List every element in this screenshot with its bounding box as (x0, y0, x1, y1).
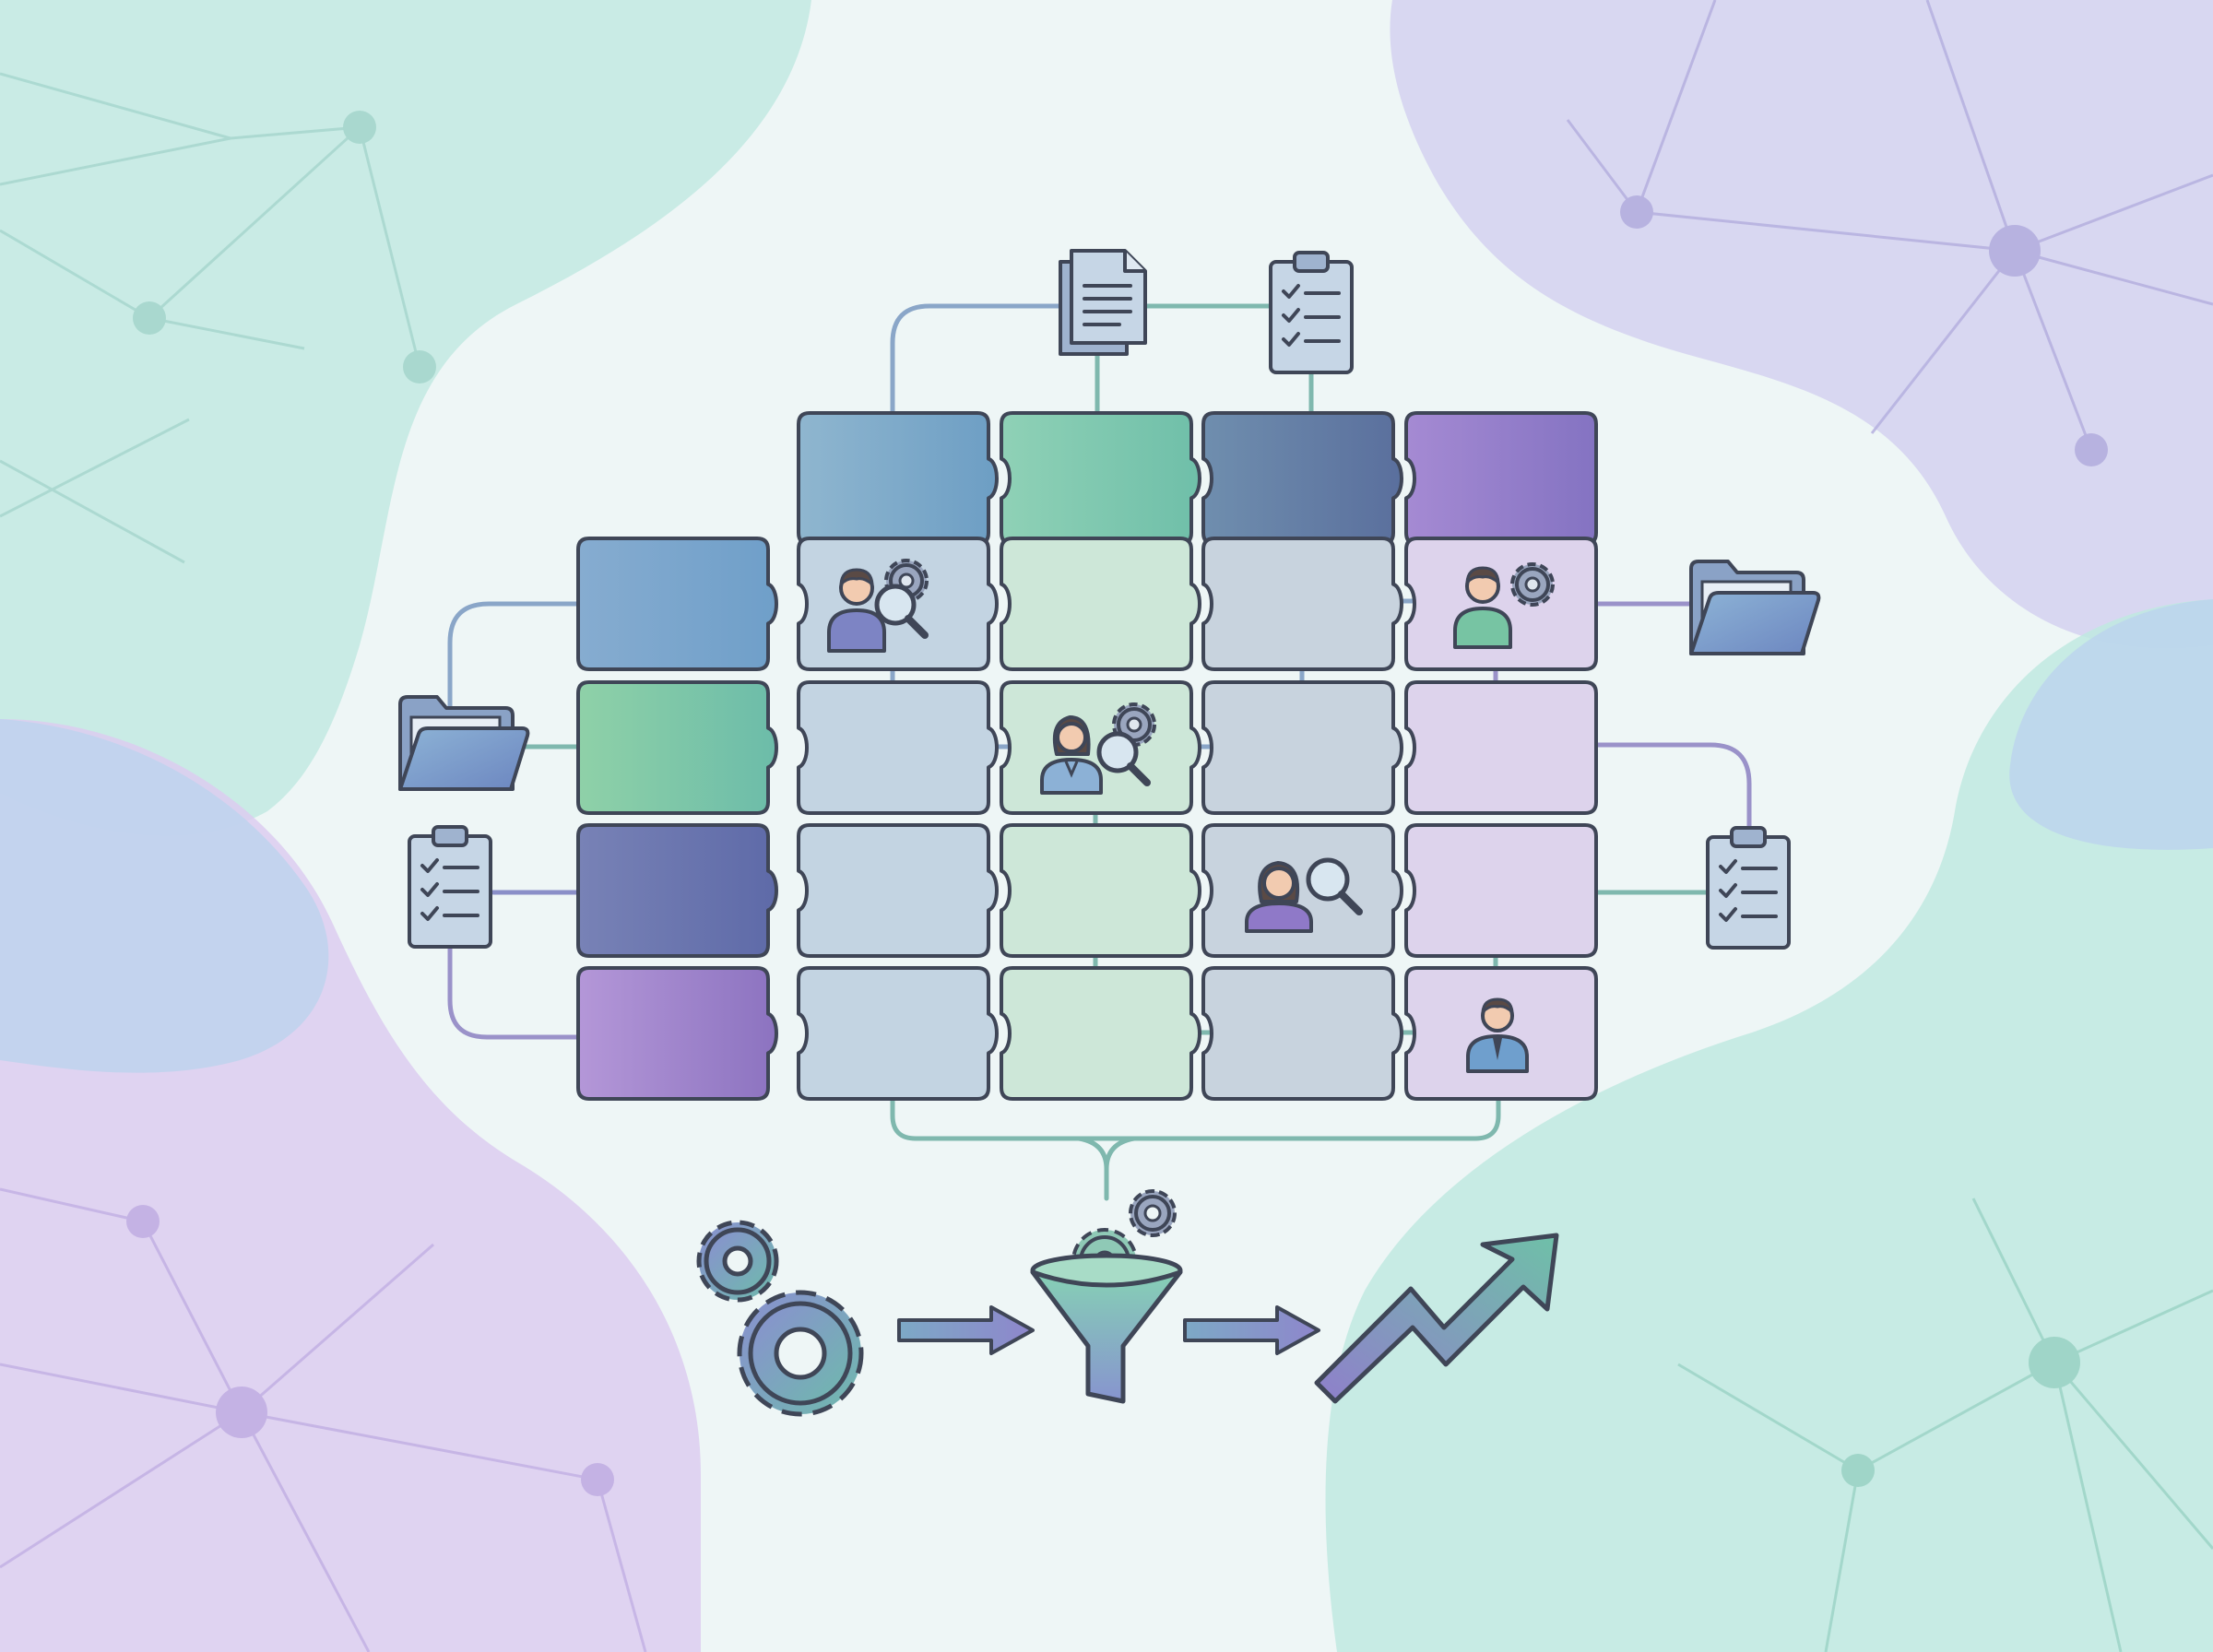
column-header-tile (1404, 411, 1598, 546)
column-header-tile (1201, 411, 1403, 546)
column-header-tile (797, 411, 999, 546)
gears-icon (696, 1220, 864, 1417)
matrix-cell (797, 823, 999, 958)
row-header-tile (576, 823, 778, 958)
connector-row-folder (447, 601, 582, 726)
arrow-right-icon (897, 1305, 1035, 1355)
row-header-tile (576, 680, 778, 815)
connector-header-document (890, 303, 1063, 416)
matrix-cell (1201, 823, 1403, 958)
matrix-cell (1201, 537, 1403, 671)
process-matrix-grid (576, 411, 1598, 1101)
matrix-cell (797, 966, 999, 1101)
matrix-cell (1201, 966, 1403, 1101)
matrix-cell (797, 680, 999, 815)
row-header-tile (576, 537, 778, 671)
connector-bracket (890, 1094, 1501, 1141)
user-search-gear-icon (827, 559, 929, 653)
matrix-cell (1201, 680, 1403, 815)
arrow-right-icon (1183, 1305, 1320, 1355)
user-tie-icon (1466, 997, 1529, 1073)
matrix-cell (1404, 823, 1598, 958)
matrix-cell (1000, 966, 1201, 1101)
matrix-cell (1000, 823, 1201, 958)
clipboard-checklist-icon (1269, 251, 1354, 374)
clipboard-checklist-icon (1706, 826, 1791, 950)
trend-up-arrow-icon (1314, 1233, 1559, 1404)
matrix-cell (1404, 966, 1598, 1101)
clipboard-checklist-icon (408, 825, 492, 949)
woman-search-icon (1245, 857, 1363, 933)
gear-icon (1510, 562, 1555, 607)
column-header-tile (1000, 411, 1201, 546)
woman-search-gear-icon (1040, 702, 1156, 795)
matrix-cell (1404, 680, 1598, 815)
document-icon (1059, 249, 1147, 356)
folder-open-icon (398, 695, 530, 791)
user-gear-icon (1453, 562, 1555, 649)
connector-clipboard-lastrow (447, 942, 582, 1040)
row-header-tile (576, 966, 778, 1101)
matrix-cell (1404, 537, 1598, 671)
bottom-process-flow (696, 1189, 1559, 1417)
matrix-cell (1000, 537, 1201, 671)
funnel-gear-icon (1030, 1189, 1183, 1404)
folder-open-icon (1689, 560, 1821, 655)
